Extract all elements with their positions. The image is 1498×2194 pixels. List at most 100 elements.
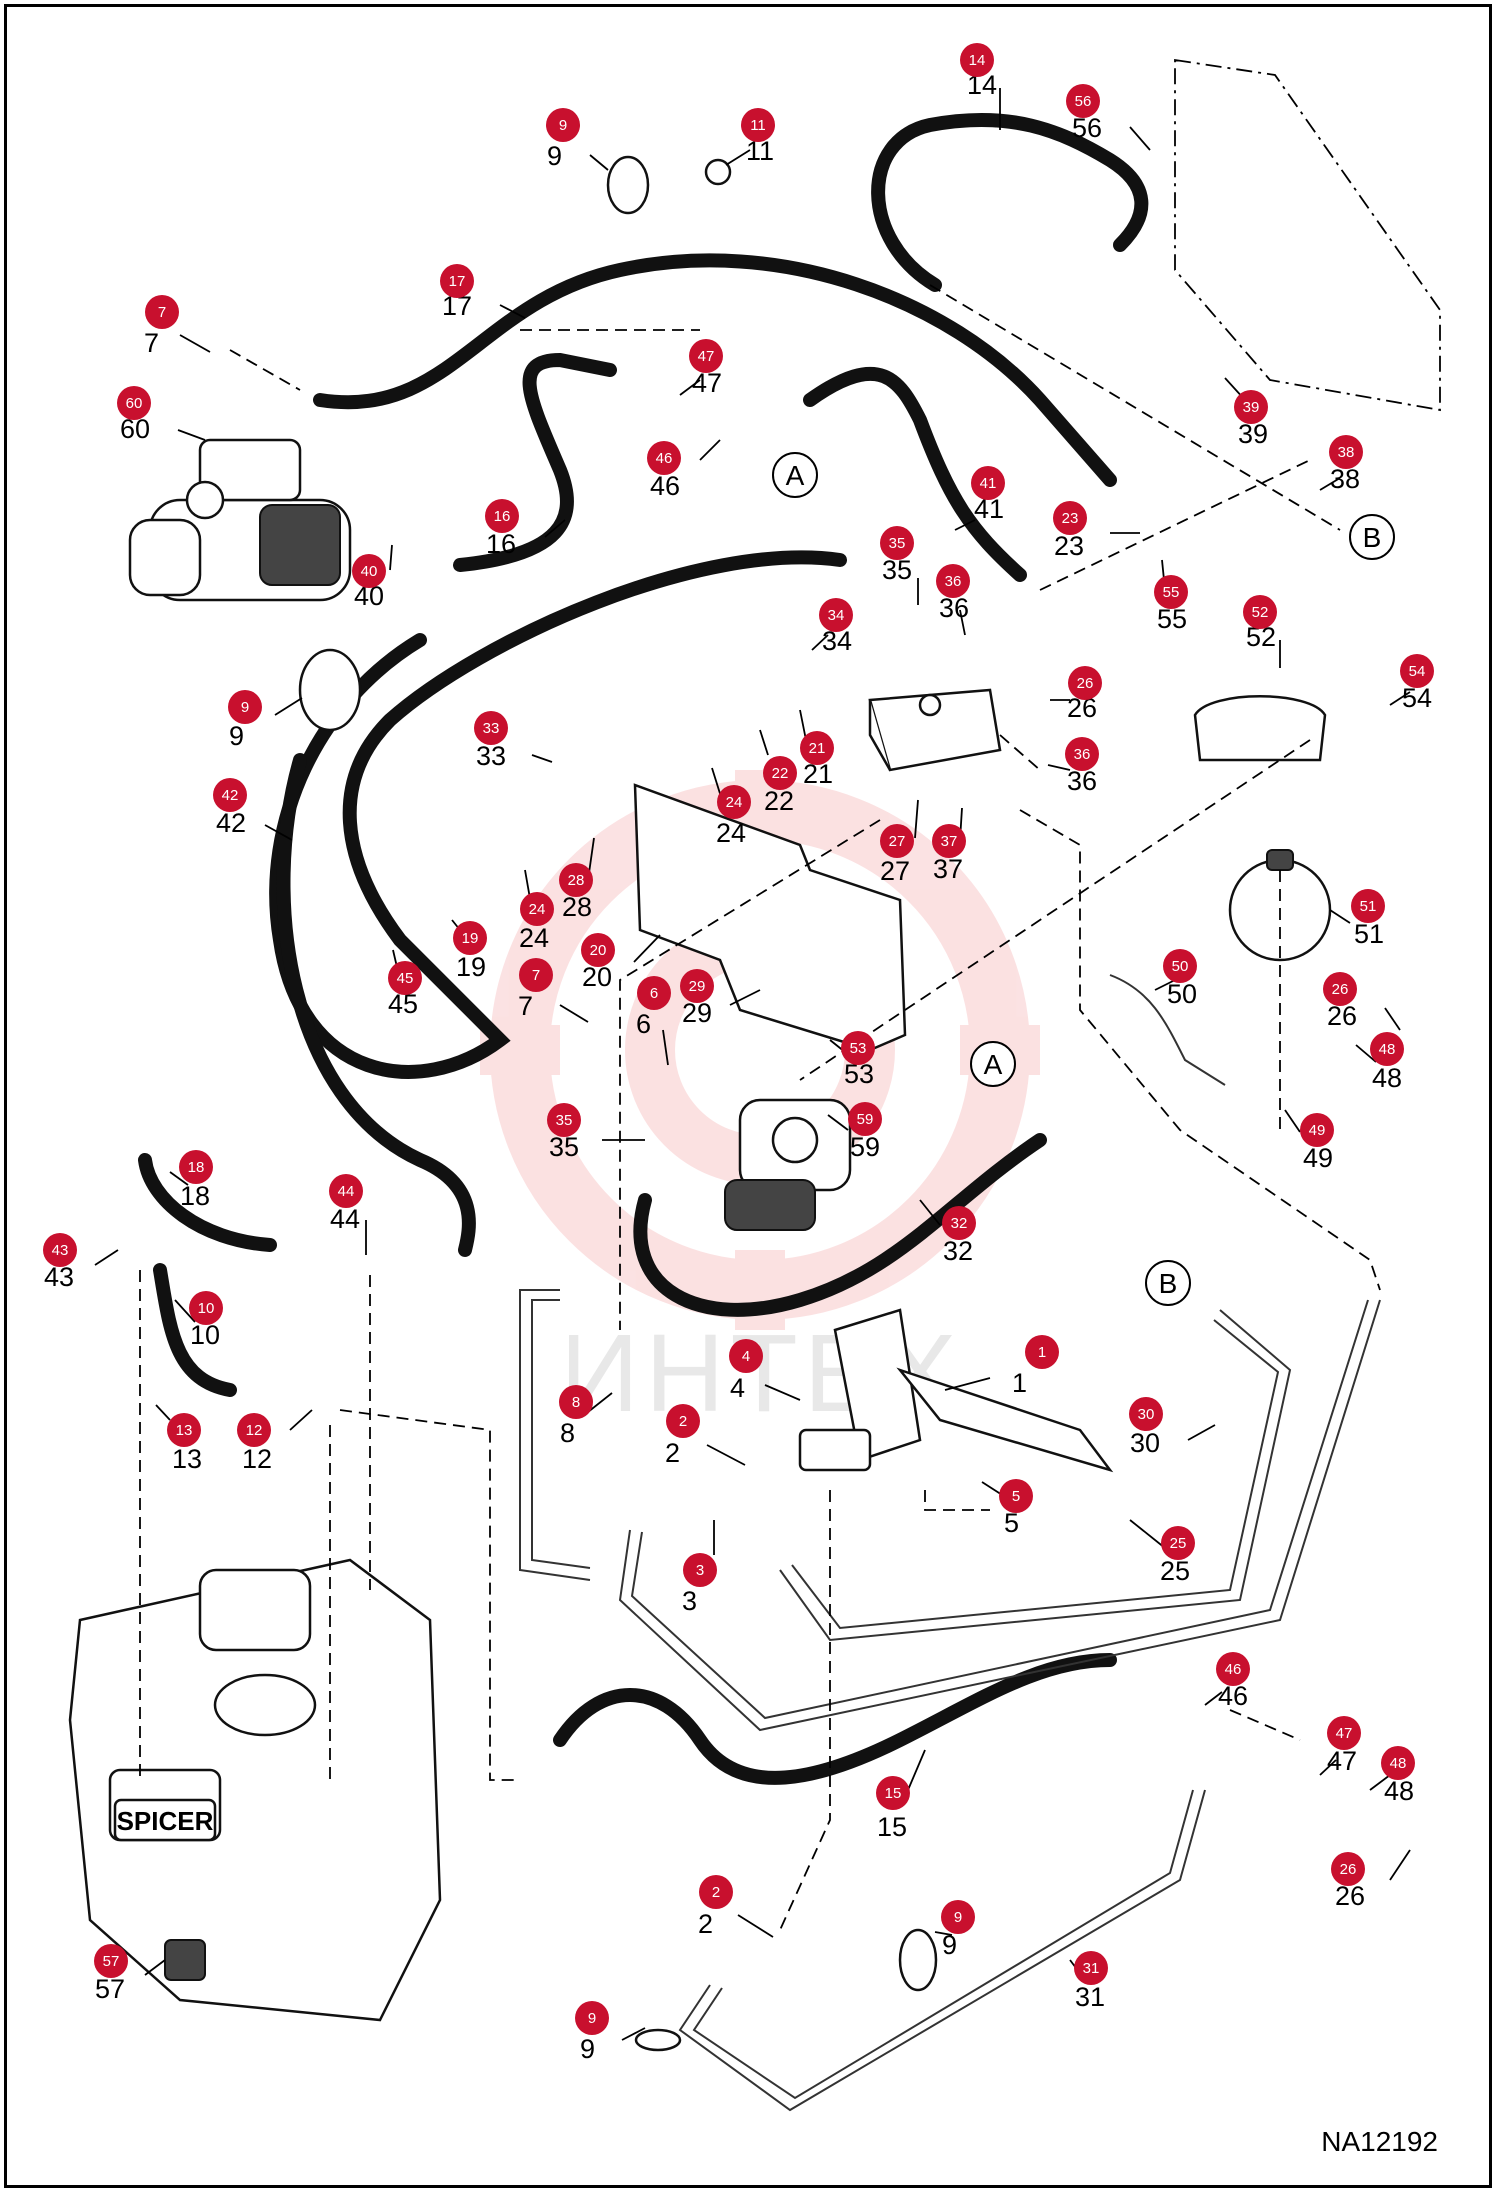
callout-1: 11	[944, 1335, 1059, 1398]
callout-badge	[559, 863, 593, 897]
leader-line	[559, 1004, 589, 1023]
tube-25	[618, 1299, 1381, 1732]
callout-badge	[999, 1479, 1033, 1513]
callout-badge	[167, 1413, 201, 1447]
callout-badge-number: 18	[188, 1159, 205, 1176]
callout-badge	[942, 1206, 976, 1240]
leader-line	[177, 429, 206, 441]
callout-badge	[763, 756, 797, 790]
part-number-label: 32	[943, 1236, 973, 1266]
leader-line	[811, 634, 829, 651]
callout-badge	[453, 921, 487, 955]
callout-badge-number: 1	[1038, 1344, 1046, 1361]
hose-18	[138, 1153, 277, 1252]
tube-31	[678, 1789, 1206, 2112]
callout-badge	[680, 969, 714, 1003]
part-number-label: 4	[730, 1373, 745, 1403]
leader-line	[1154, 979, 1176, 991]
part-number-label: 57	[95, 1974, 125, 2004]
callout-badge	[1351, 889, 1385, 923]
part-number-label: 9	[229, 721, 244, 751]
callout-badge-number: 45	[397, 970, 414, 987]
leader-line	[274, 697, 303, 716]
callout-badge-number: 42	[222, 787, 239, 804]
part-number-label: 28	[562, 892, 592, 922]
part-number-label: 16	[486, 529, 516, 559]
callout-6: 66	[636, 976, 671, 1066]
callout-badge	[352, 554, 386, 588]
hose-16	[453, 352, 617, 572]
leader-line	[907, 1749, 926, 1791]
part-number-label: 12	[242, 1444, 272, 1474]
callout-badge	[848, 1102, 882, 1136]
callout-badge-number: 54	[1409, 663, 1426, 680]
leader-line	[1329, 909, 1351, 924]
part-number-label: 15	[877, 1812, 907, 1842]
callout-badge-number: 56	[1075, 93, 1092, 110]
part-number-label: 2	[665, 1438, 680, 1468]
callout-badge-number: 7	[532, 967, 540, 984]
leader-line	[959, 609, 966, 636]
callout-badge	[971, 466, 1005, 500]
callout-badge	[1065, 737, 1099, 771]
callout-badge-number: 47	[1336, 1725, 1353, 1742]
leader-line	[264, 824, 293, 841]
part-number-label: 2	[698, 1909, 713, 1939]
part-number-label: 35	[549, 1132, 579, 1162]
hose-42-lower	[276, 753, 476, 1257]
callout-badge-number: 6	[650, 985, 658, 1002]
callout-badge	[440, 264, 474, 298]
part-number-label: 1	[1012, 1368, 1027, 1398]
callout-badge	[520, 892, 554, 926]
clamps	[298, 155, 938, 2052]
callout-badge	[880, 526, 914, 560]
part-number-label: 26	[1335, 1881, 1365, 1911]
callout-badge	[1323, 972, 1357, 1006]
callout-badge-number: 22	[772, 765, 789, 782]
callout-badge	[189, 1291, 223, 1325]
callout-badge-number: 32	[951, 1215, 968, 1232]
tube-30	[779, 1309, 1292, 1642]
callout-badge	[666, 1404, 700, 1438]
callout-9: 99	[228, 690, 303, 751]
callout-badge	[741, 108, 775, 142]
callout-badge	[145, 295, 179, 329]
hose-47-41	[803, 366, 1027, 582]
callout-badge-number: 37	[941, 833, 958, 850]
callout-badge-number: 2	[679, 1413, 687, 1430]
hydraulic-pump	[128, 438, 352, 602]
part-number-label: 37	[933, 854, 963, 884]
callout-badge	[1129, 1397, 1163, 1431]
part-number-label: 59	[850, 1132, 880, 1162]
callout-badge	[699, 1875, 733, 1909]
leader-line	[725, 149, 751, 166]
part-number-label: 7	[518, 991, 533, 1021]
tube-30b	[791, 1319, 1280, 1630]
callout-badge-number: 9	[954, 1909, 962, 1926]
leader-line	[944, 1377, 991, 1391]
callout-2: 22	[698, 1875, 774, 1939]
leader-line	[179, 334, 211, 353]
callout-badge-number: 5	[1012, 1488, 1020, 1505]
